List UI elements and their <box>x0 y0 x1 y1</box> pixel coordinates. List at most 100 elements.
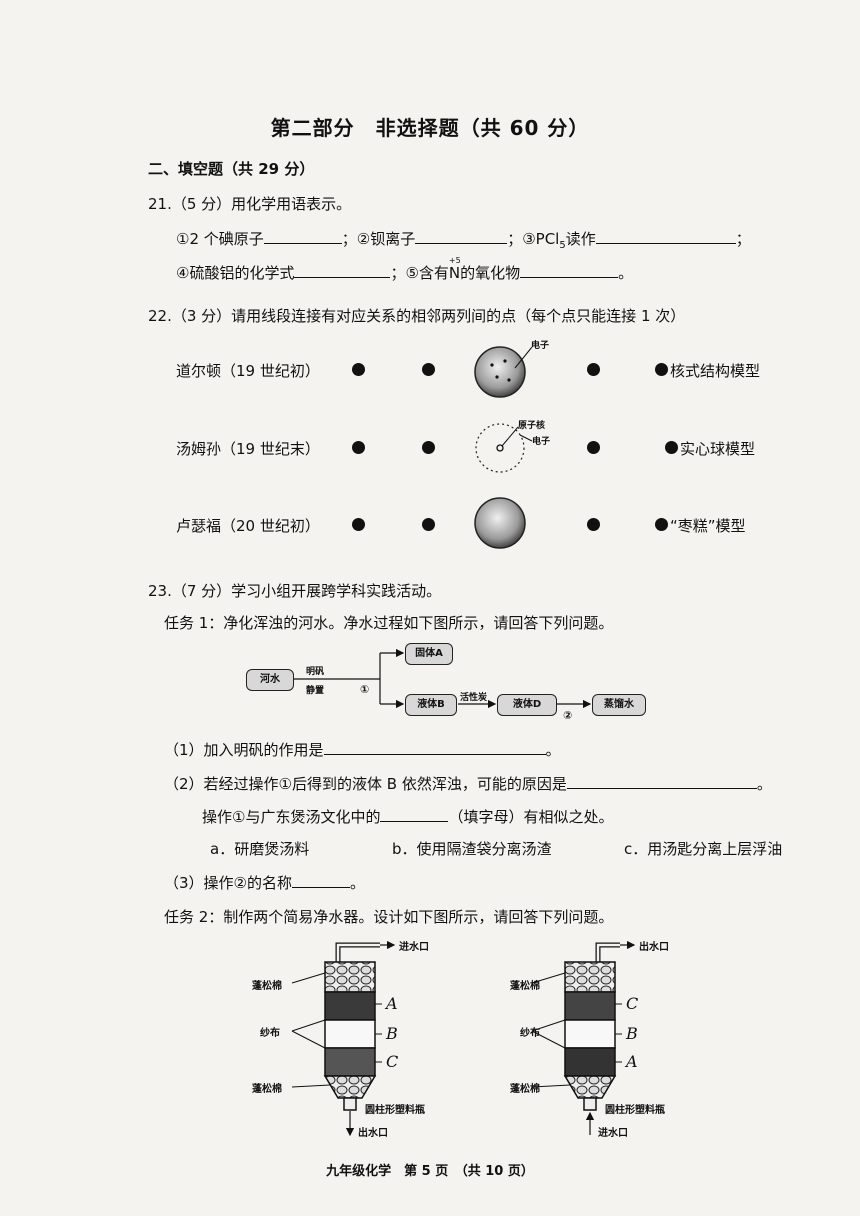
flow-box-solid-a: 固体A <box>405 643 453 665</box>
dev2-layer-1: C <box>626 994 639 1013</box>
q21-part1: ①2 个碘原子 <box>176 230 264 248</box>
q22-heading: 22.（3 分）请用线段连接有对应关系的相邻两列间的点（每个点只能连接 1 次） <box>148 307 686 325</box>
dev1-layer-3: C <box>386 1052 399 1071</box>
connect-dot[interactable] <box>655 518 668 531</box>
dev2-cotton-bottom: 蓬松棉 <box>510 1084 540 1095</box>
s3-text: （3）操作②的名称 <box>164 874 292 892</box>
answer-blank[interactable] <box>595 229 736 244</box>
dev1-bottle: 圆柱形塑料瓶 <box>365 1105 425 1116</box>
flow-box-river: 河水 <box>246 669 294 691</box>
q21-part5: ；⑤含有 <box>390 264 449 282</box>
dev1-layer-2: B <box>386 1024 398 1043</box>
q21-part3b: 读作 <box>565 230 596 248</box>
dev2-layer-2: B <box>626 1024 638 1043</box>
section-heading: 二、填空题（共 29 分） <box>148 160 315 178</box>
electron-label-2: 电子 <box>532 437 551 447</box>
solid-sphere-atom-icon <box>474 497 526 549</box>
filter-device-1 <box>291 940 396 1137</box>
flow-label-settle: 静置 <box>306 686 325 696</box>
connect-dot[interactable] <box>655 363 668 376</box>
option-a: a．研磨煲汤料 <box>210 840 310 858</box>
connect-dot[interactable] <box>352 363 365 376</box>
dev1-cloth: 纱布 <box>260 1028 280 1039</box>
dev2-cloth: 纱布 <box>520 1028 540 1039</box>
semicolon: ； <box>735 230 751 248</box>
answer-blank[interactable] <box>520 263 619 278</box>
q21-part5b: 的氧化物 <box>460 264 521 282</box>
element-symbol: N <box>448 264 461 282</box>
answer-blank[interactable] <box>380 807 449 822</box>
flow-op1: ① <box>360 683 370 696</box>
water-filter-figure <box>291 940 636 1137</box>
subscript: 5 <box>559 240 566 251</box>
task2-text: 任务 2：制作两个简易净水器。设计如下图所示，请回答下列问题。 <box>164 908 614 926</box>
connect-dot[interactable] <box>352 518 365 531</box>
dev2-layer-3: A <box>626 1052 638 1071</box>
answer-blank[interactable] <box>566 774 757 789</box>
model-plum-pudding: “枣糕”模型 <box>670 517 746 535</box>
answer-blank[interactable] <box>323 740 546 755</box>
scientist-dalton: 道尔顿（19 世纪初） <box>176 362 320 380</box>
flow-box-liquid-d: 液体D <box>497 694 557 716</box>
dev1-inlet-label: 进水口 <box>399 942 429 953</box>
model-nuclear: 核式结构模型 <box>670 362 761 380</box>
q23-heading: 23.（7 分）学习小组开展跨学科实践活动。 <box>148 582 442 600</box>
q21-part2: ；②钡离子 <box>341 230 416 248</box>
q21-heading: 21.（5 分）用化学用语表示。 <box>148 195 352 213</box>
nucleus-label: 原子核 <box>518 421 546 431</box>
dev2-bottle: 圆柱形塑料瓶 <box>605 1105 665 1116</box>
scientist-rutherford: 卢瑟福（20 世纪初） <box>176 517 320 535</box>
scientist-thomson: 汤姆孙（19 世纪末） <box>176 440 320 458</box>
page-footer: 九年级化学 第 5 页 （共 10 页） <box>326 1164 534 1179</box>
dev2-inlet-label: 进水口 <box>598 1128 628 1139</box>
plum-pudding-atom-icon <box>474 346 533 398</box>
q21-part3: ；③PCl <box>507 230 560 248</box>
answer-blank[interactable] <box>294 263 391 278</box>
electron-label: 电子 <box>531 341 550 351</box>
connect-dot[interactable] <box>352 441 365 454</box>
atom-models-figure <box>474 346 533 549</box>
dev1-outlet-label: 出水口 <box>358 1128 388 1139</box>
dev2-outlet-label: 出水口 <box>639 942 669 953</box>
connect-dot[interactable] <box>587 518 600 531</box>
option-c: c．用汤匙分离上层浮油 <box>624 840 783 858</box>
connect-dot[interactable] <box>665 441 678 454</box>
s1-text: （1）加入明矾的作用是 <box>164 741 324 759</box>
nuclear-atom-icon <box>475 423 533 473</box>
page-title: 第二部分 非选择题（共 60 分） <box>270 116 590 140</box>
dev1-cotton-bottom: 蓬松棉 <box>252 1084 282 1095</box>
q21-part4: ④硫酸铝的化学式 <box>176 264 295 282</box>
flow-label-alum: 明矾 <box>306 667 325 677</box>
answer-blank[interactable] <box>415 229 508 244</box>
option-b: b．使用隔渣袋分离汤渣 <box>392 840 552 858</box>
dev1-cotton-top: 蓬松棉 <box>252 981 282 992</box>
connect-dot[interactable] <box>422 363 435 376</box>
connect-dot[interactable] <box>587 363 600 376</box>
dev2-cotton-top: 蓬松棉 <box>510 981 540 992</box>
connect-dot[interactable] <box>422 441 435 454</box>
connect-dot[interactable] <box>422 518 435 531</box>
model-solid-sphere: 实心球模型 <box>680 440 756 458</box>
answer-blank[interactable] <box>292 873 350 888</box>
q23-s2b: 操作①与广东煲汤文化中的 （填字母）有相似之处。 <box>202 806 613 827</box>
q23-s3: （3）操作②的名称。 <box>164 873 366 892</box>
flow-op2: ② <box>563 709 573 722</box>
s2-text: （2）若经过操作①后得到的液体 B 依然浑浊，可能的原因是 <box>164 775 567 793</box>
dev1-layer-1: A <box>386 994 398 1013</box>
flow-box-distilled: 蒸馏水 <box>592 694 646 716</box>
purification-flow-diagram <box>294 648 592 709</box>
q23-s1: （1）加入明矾的作用是。 <box>164 740 561 759</box>
period: 。 <box>618 264 634 282</box>
answer-blank[interactable] <box>263 229 342 244</box>
valence-mark: +5 <box>448 256 461 265</box>
s2b-text: 操作①与广东煲汤文化中的 <box>202 808 381 826</box>
s2c-text: （填字母）有相似之处。 <box>448 808 614 826</box>
task1-text: 任务 1：净化浑浊的河水。净水过程如下图所示，请回答下列问题。 <box>164 614 614 632</box>
connect-dot[interactable] <box>587 441 600 454</box>
filter-device-2 <box>531 940 636 1135</box>
flow-label-carbon: 活性炭 <box>460 693 488 703</box>
flow-box-liquid-b: 液体B <box>405 694 457 716</box>
q21-line1: ①2 个碘原子 ；②钡离子 ；③PCl5读作 ； <box>176 228 751 251</box>
q23-s2: （2）若经过操作①后得到的液体 B 依然浑浊，可能的原因是。 <box>164 774 772 793</box>
